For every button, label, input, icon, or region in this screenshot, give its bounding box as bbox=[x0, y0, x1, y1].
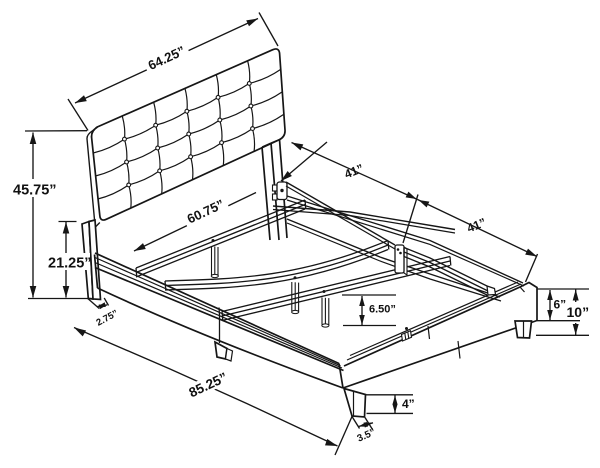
svg-text:4”: 4” bbox=[402, 397, 415, 411]
svg-text:6”: 6” bbox=[554, 298, 567, 312]
svg-text:10”: 10” bbox=[567, 304, 590, 320]
svg-text:6.50”: 6.50” bbox=[369, 304, 396, 316]
svg-text:45.75”: 45.75” bbox=[13, 183, 57, 199]
svg-text:21.25”: 21.25” bbox=[48, 256, 92, 272]
